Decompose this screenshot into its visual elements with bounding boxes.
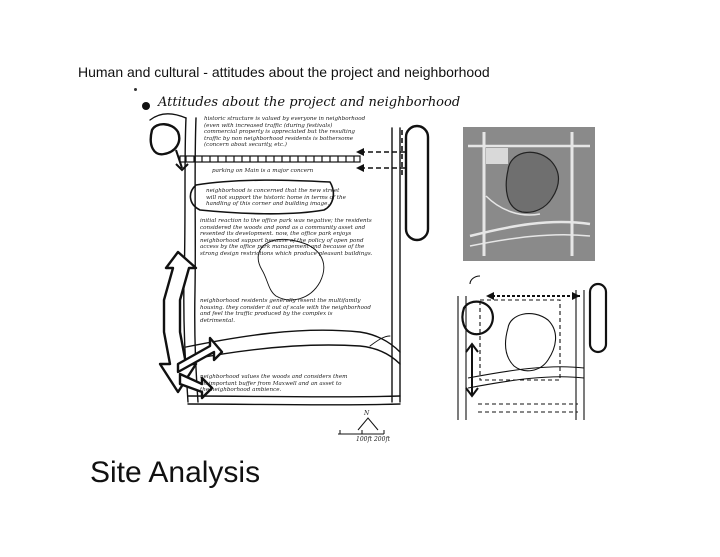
road-band-bottom bbox=[187, 344, 401, 365]
lower-road-a bbox=[187, 395, 401, 398]
aerial-map bbox=[463, 127, 595, 261]
bottom-right-side-arrow bbox=[465, 342, 479, 398]
dashed-arrows bbox=[360, 130, 408, 176]
sketch-note-historic: historic structure is valued by everyone… bbox=[204, 116, 366, 149]
sketch-note-housing: neighborhood residents generally resent … bbox=[200, 298, 371, 324]
bottom-right-loop bbox=[461, 300, 494, 336]
interior-path bbox=[257, 238, 325, 301]
top-left-arrow bbox=[175, 149, 189, 172]
north-label: N bbox=[364, 410, 370, 417]
bottom-right-plan bbox=[457, 275, 585, 420]
bottom-right-arrow-right bbox=[572, 292, 580, 300]
north-arrow bbox=[338, 417, 385, 435]
bottom-right-oval bbox=[588, 282, 608, 354]
footer-title: Site Analysis bbox=[90, 456, 261, 489]
sketch-note-office-park: initial reaction to the office park was … bbox=[200, 218, 373, 257]
interior-arrow bbox=[369, 335, 391, 347]
road-band-top bbox=[185, 329, 401, 353]
scale-label: 100ft 200ft bbox=[356, 436, 391, 443]
sketch-note-street: neighborhood is concerned that the new s… bbox=[206, 188, 346, 208]
top-curve-road bbox=[149, 113, 187, 121]
sketch-title: Attitudes about the project and neighbor… bbox=[158, 95, 461, 110]
arrow-head-upper bbox=[356, 148, 364, 156]
page-heading: Human and cultural - attitudes about the… bbox=[78, 64, 490, 80]
property-loop bbox=[189, 179, 335, 215]
top-left-loop bbox=[149, 123, 181, 156]
right-oval-marker bbox=[404, 124, 430, 242]
bottom-right-arrow-left bbox=[486, 292, 494, 300]
sketch-bullet bbox=[142, 102, 150, 110]
lower-road-b bbox=[187, 403, 401, 406]
sketch-note-woods: neighborhood values the woods and consid… bbox=[200, 374, 348, 394]
sketch-note-parking: parking on Main is a major concern bbox=[212, 168, 314, 174]
arrow-head-lower bbox=[356, 164, 364, 172]
left-big-arrows bbox=[158, 250, 224, 400]
heading-dot bbox=[134, 88, 137, 91]
parking-row bbox=[179, 155, 361, 163]
